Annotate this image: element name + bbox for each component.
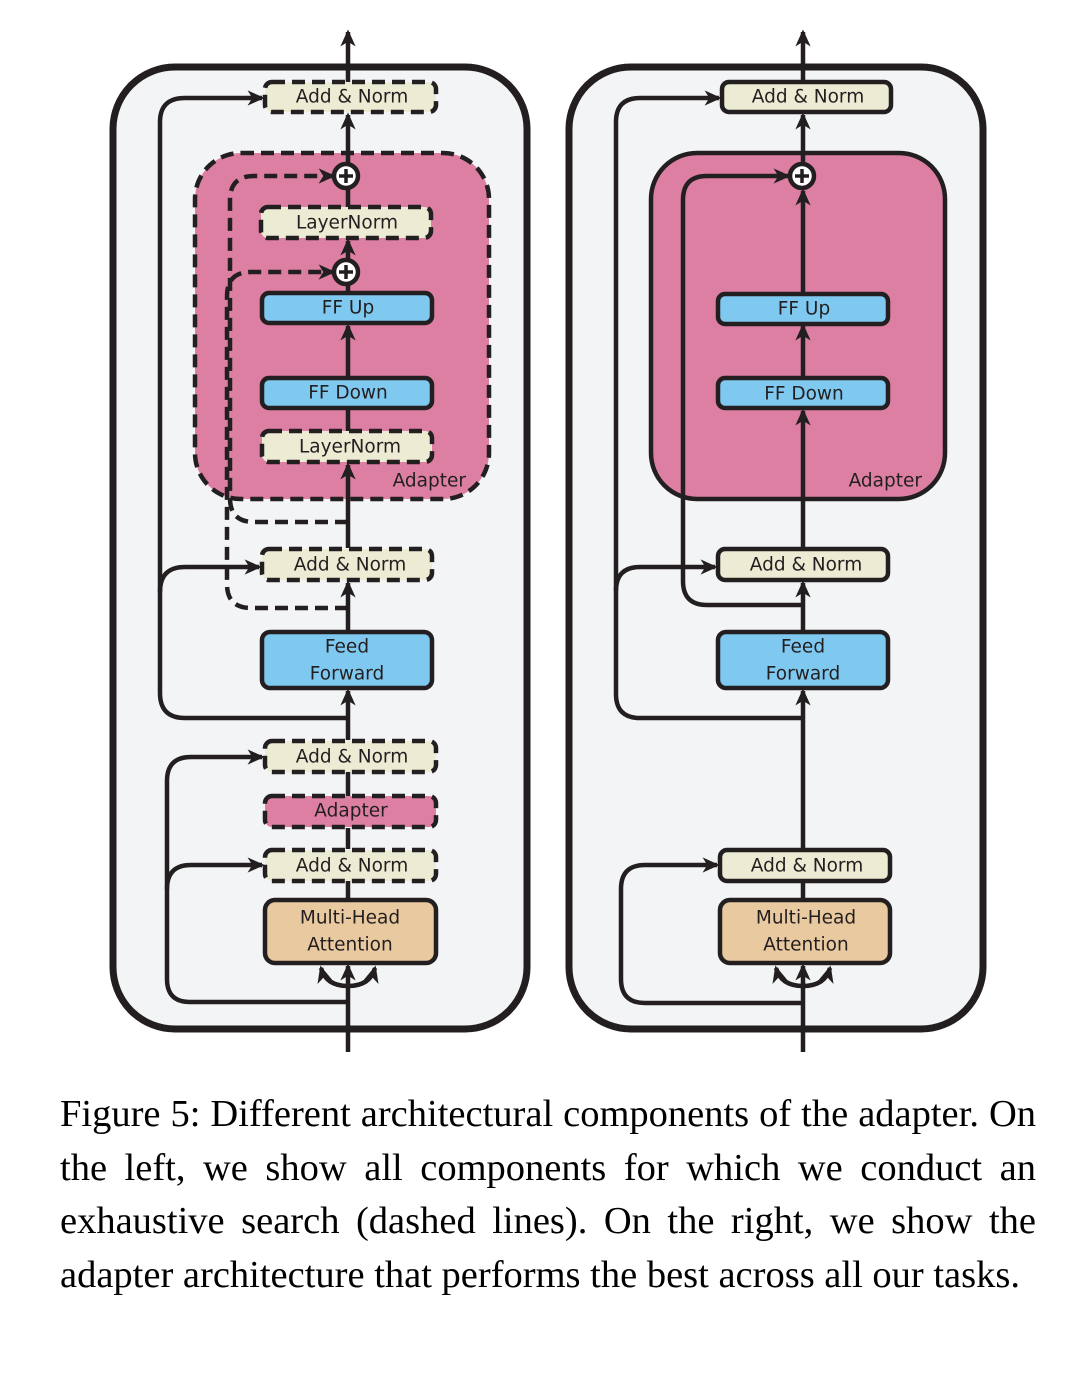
right-add-norm-after-ff-label: Add & Norm — [750, 555, 862, 576]
left-add-norm-upper — [262, 738, 439, 775]
left-panel: Adapter Add & Norm La — [109, 29, 531, 1052]
left-feed-forward-label-line1: Feed — [325, 637, 369, 658]
right-outer-residual-arrow — [613, 90, 803, 721]
right-feed-forward — [715, 629, 891, 691]
left-attention-key-arrow — [317, 965, 349, 989]
left-residual-branch-arrow — [157, 559, 262, 593]
right-sum-node — [787, 161, 817, 191]
right-attention-residual-arrow — [618, 857, 803, 1006]
left-add-norm-upper-label: Add & Norm — [296, 747, 408, 768]
left-adapter-small-label: Adapter — [314, 801, 388, 822]
figure-caption: Figure 5: Different architectural compon… — [60, 1093, 1036, 1296]
right-ff-down — [715, 375, 891, 411]
left-ff-up — [259, 290, 435, 326]
left-attention-residual-branch-arrow — [164, 857, 265, 890]
right-feed-forward-label-line1: Feed — [781, 637, 825, 658]
left-attention-label-line1: Multi-Head — [300, 908, 400, 929]
right-adapter-residual-arrow — [680, 168, 803, 608]
left-add-norm-lower-label: Add & Norm — [296, 856, 408, 877]
left-outer-residual-arrow — [157, 90, 348, 721]
left-adapter-label: Adapter — [393, 471, 467, 492]
right-attention-key-arrow — [772, 965, 804, 989]
right-attention-label-line2: Attention — [763, 935, 848, 956]
right-add-norm-top-label: Add & Norm — [752, 87, 864, 108]
right-adapter-label: Adapter — [849, 471, 923, 492]
left-adapter-small — [262, 793, 439, 830]
right-ff-up-label: FF Up — [778, 299, 830, 320]
right-multi-head-attention — [717, 897, 893, 966]
left-layernorm-upper-label: LayerNorm — [296, 213, 398, 234]
left-attention-label-line2: Attention — [307, 935, 392, 956]
left-adapter-outer-residual-dashed — [227, 168, 348, 525]
left-add-norm-after-ff — [259, 546, 435, 583]
right-add-norm-after-ff — [715, 546, 891, 583]
right-panel: Adapter Add & Norm FF Up FF Down Add — [565, 29, 987, 1052]
left-adapter-inner-residual-dashed — [224, 264, 348, 611]
left-layernorm-lower — [259, 428, 435, 465]
left-add-norm-top-label: Add & Norm — [296, 87, 408, 108]
right-add-norm-top — [719, 79, 894, 115]
left-ff-up-label: FF Up — [322, 298, 374, 319]
adapter-architecture-diagram: Adapter Add & Norm La — [109, 29, 987, 1052]
left-add-norm-after-ff-label: Add & Norm — [294, 555, 406, 576]
left-multi-head-attention — [262, 897, 439, 966]
left-attention-value-arrow — [347, 965, 379, 989]
right-feed-forward-label-line2: Forward — [766, 664, 840, 685]
left-add-norm-top — [262, 79, 439, 115]
left-layernorm-lower-label: LayerNorm — [299, 437, 401, 458]
right-add-norm-lower — [717, 847, 893, 884]
right-ff-down-label: FF Down — [764, 384, 844, 405]
right-residual-branch-arrow — [613, 559, 718, 592]
left-ff-down-label: FF Down — [308, 383, 388, 404]
left-feed-forward-label-line2: Forward — [310, 664, 384, 685]
left-add-norm-lower — [262, 847, 439, 884]
left-ff-down — [259, 375, 435, 411]
left-layernorm-upper — [258, 204, 434, 241]
right-add-norm-lower-label: Add & Norm — [751, 856, 863, 877]
left-sum-node-lower — [331, 257, 361, 287]
left-feed-forward — [259, 629, 435, 691]
right-ff-up — [715, 291, 891, 327]
left-sum-node-upper — [331, 161, 361, 191]
right-attention-value-arrow — [802, 965, 834, 989]
right-attention-label-line1: Multi-Head — [756, 908, 856, 929]
